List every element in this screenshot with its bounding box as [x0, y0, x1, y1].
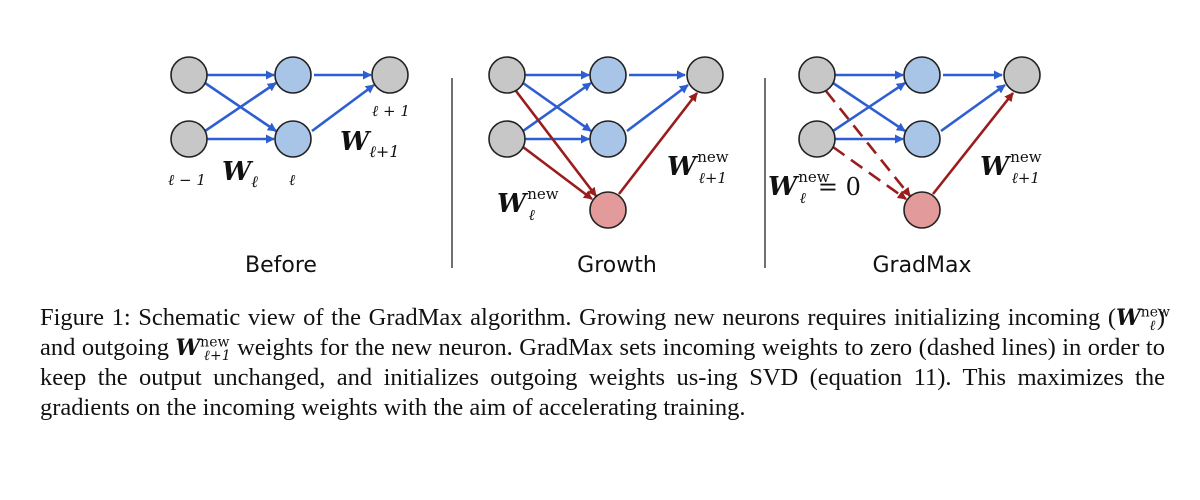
- caption-text: Figure 1: Schematic view of the GradMax …: [40, 304, 1117, 331]
- weight-label-l1: Wℓ+1: [340, 127, 399, 161]
- node-hidden: [903, 56, 941, 94]
- node-hidden: [589, 120, 627, 158]
- edge: [311, 83, 375, 133]
- node-hidden: [903, 120, 941, 158]
- node-input: [170, 120, 208, 158]
- node-input: [170, 56, 208, 94]
- node-input: [798, 120, 836, 158]
- figure-caption: Figure 1: Schematic view of the GradMax …: [40, 303, 1171, 423]
- edge-new: [931, 92, 1015, 195]
- edge-new: [514, 90, 598, 197]
- edge: [940, 83, 1006, 133]
- edge: [832, 81, 906, 133]
- panel-title-growth: Growth: [577, 253, 657, 278]
- panel-before: ℓ − 1 ℓ ℓ + 1 Wℓ Wℓ+1 Before: [168, 56, 410, 278]
- node-hidden: [274, 120, 312, 158]
- weight-label-l: Wℓ: [222, 157, 258, 191]
- panel-title-gradmax: GradMax: [872, 253, 971, 278]
- edge: [522, 81, 592, 133]
- edge-new-dashed: [832, 145, 907, 201]
- edge: [204, 81, 277, 133]
- node-new: [589, 191, 627, 229]
- node-output: [686, 56, 724, 94]
- edge-new: [522, 145, 593, 201]
- node-output: [1003, 56, 1041, 94]
- edge-new-dashed: [824, 90, 912, 197]
- node-output: [371, 56, 409, 94]
- panel-title-before: Before: [245, 253, 317, 278]
- caption-text: weights for the new neuron. GradMax sets…: [40, 334, 1165, 421]
- node-input: [488, 56, 526, 94]
- node-hidden: [589, 56, 627, 94]
- layer-label-prev: ℓ − 1: [168, 171, 206, 189]
- node-input: [488, 120, 526, 158]
- layer-label-next: ℓ + 1: [372, 102, 410, 120]
- caption-math-w-new-in: Wnewℓ: [1116, 304, 1171, 335]
- layer-label-cur: ℓ: [289, 171, 295, 189]
- edge-new: [617, 92, 699, 195]
- node-hidden: [274, 56, 312, 94]
- edge: [626, 83, 689, 133]
- caption-math-w-new-out: Wnewℓ+1: [175, 334, 231, 365]
- caption-text: ) and outgoing: [40, 304, 1165, 361]
- node-input: [798, 56, 836, 94]
- node-new: [903, 191, 941, 229]
